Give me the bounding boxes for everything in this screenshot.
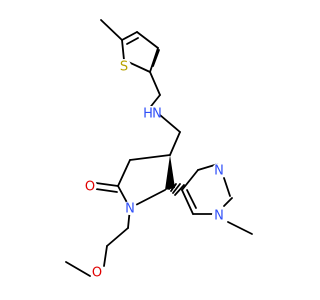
amine-nh-atom: H N [134,106,162,122]
carbonyl-oxygen-atom: O [83,179,97,195]
lactam-nitrogen-atom: N [123,201,137,217]
sulfur-atom: S [117,59,131,75]
svg-text:H: H [143,107,153,122]
svg-text:N: N [152,107,162,122]
atom-labels: S H N O N N N O [83,59,226,281]
svg-text:O: O [92,266,102,281]
pyrazole-n1-atom: N [212,208,226,224]
svg-text:S: S [120,60,128,75]
svg-text:N: N [125,202,135,217]
pyrazole-n2-atom: N [212,163,226,179]
svg-text:N: N [214,164,224,179]
pyrrolidinone-ring [95,154,175,209]
svg-text:N: N [214,209,224,224]
hashed-wedge [166,183,185,196]
pyrazole-ring [181,163,253,235]
ether-oxygen-atom: O [90,265,104,281]
molecule-structure: S H N O N N N O [65,19,253,281]
svg-text:O: O [85,180,95,195]
